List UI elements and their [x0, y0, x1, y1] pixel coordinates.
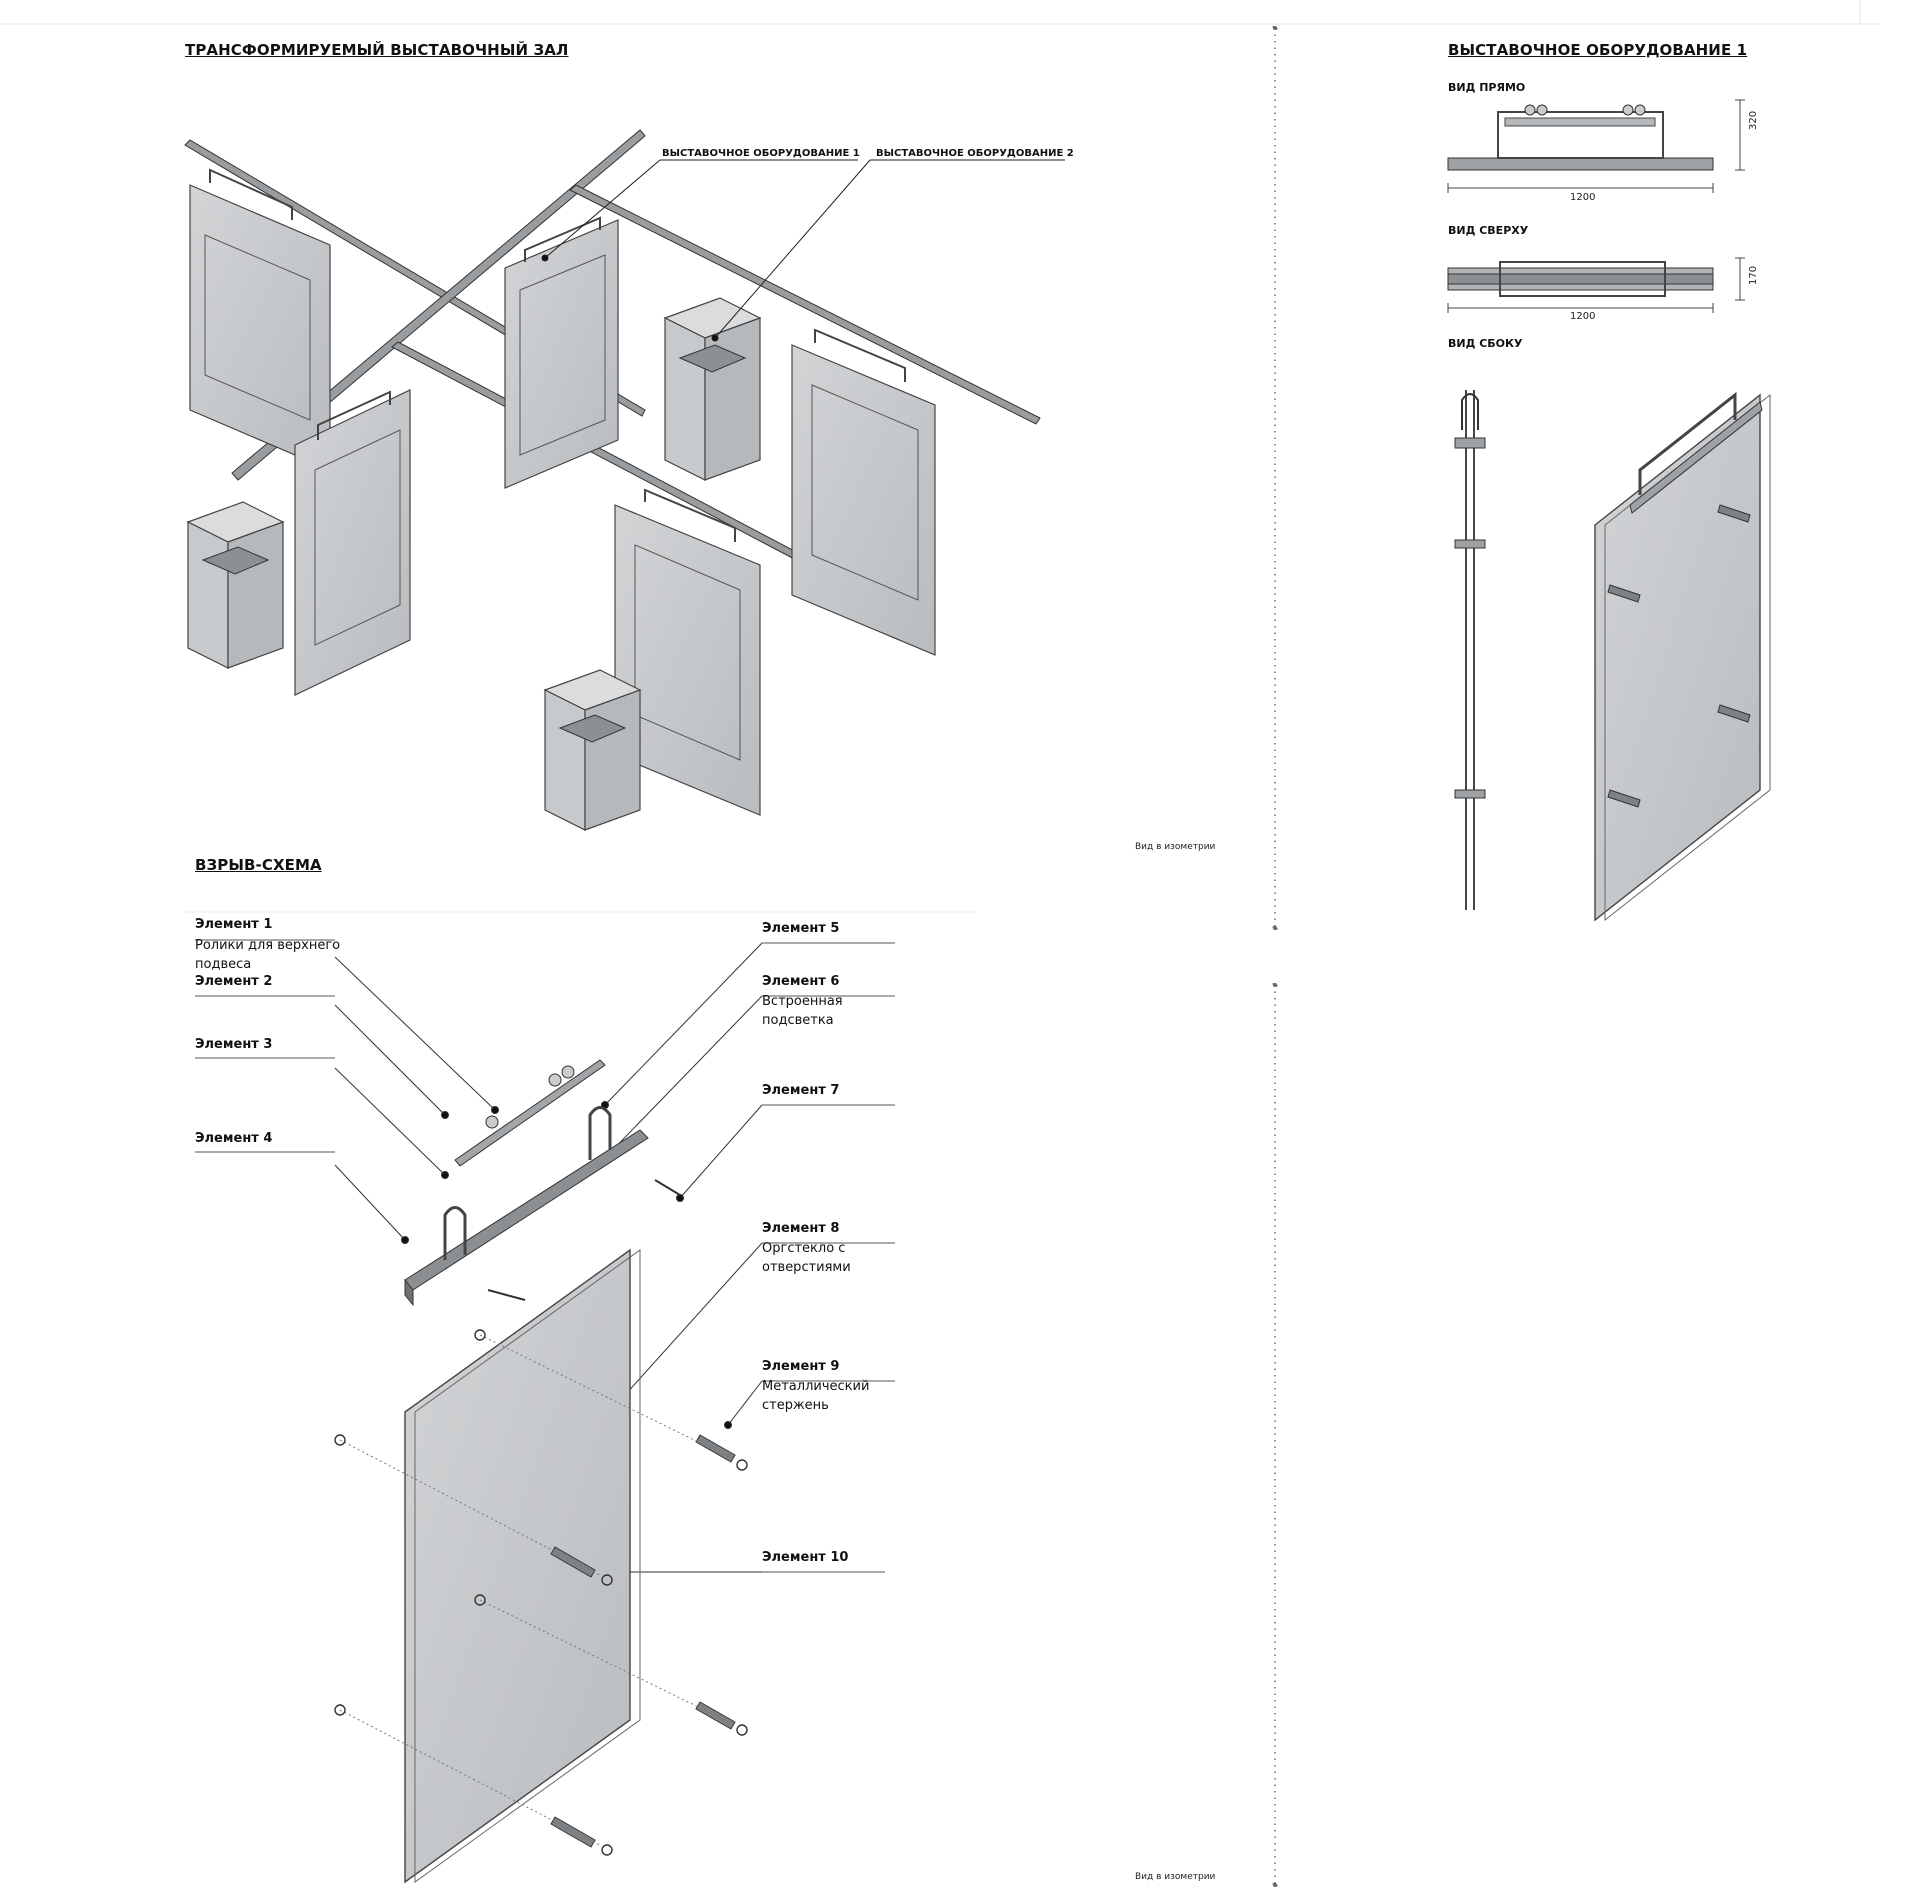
acrylic-panel — [404, 1248, 641, 1884]
front-view-drawing — [1447, 99, 1745, 193]
roller-bar — [454, 1059, 606, 1167]
top-depth-dimension: 170 — [1748, 265, 1759, 285]
element-9-desc-2: стержень — [762, 1398, 829, 1413]
element-9-desc: Металлический — [762, 1379, 870, 1394]
hanging-panel — [614, 488, 761, 816]
view-front-label: ВИД ПРЯМО — [1448, 81, 1526, 94]
side-view-drawing — [1454, 390, 1486, 910]
element-10-title: Элемент 10 — [762, 1550, 849, 1565]
exploded-diagram — [195, 939, 895, 1884]
element-9-title: Элемент 9 — [762, 1359, 840, 1374]
element-4-title: Элемент 4 — [195, 1131, 273, 1146]
element-1-desc-2: подвеса — [195, 957, 252, 972]
element-5-title: Элемент 5 — [762, 921, 840, 936]
view-top-label: ВИД СВЕРХУ — [1448, 224, 1529, 237]
element-3-title: Элемент 3 — [195, 1037, 273, 1052]
explode-caption: Вид в изометрии — [1135, 1872, 1216, 1882]
display-pedestal — [186, 501, 285, 669]
panel-perspective-drawing — [1594, 391, 1771, 922]
element-8-desc: Оргстекло с — [762, 1241, 846, 1256]
hall-title: ТРАНСФОРМИРУЕМЫЙ ВЫСТАВОЧНЫЙ ЗАЛ — [185, 41, 569, 59]
element-6-title: Элемент 6 — [762, 974, 840, 989]
top-view-drawing — [1447, 257, 1745, 313]
metal-rod — [550, 1434, 736, 1848]
display-pedestal — [543, 669, 642, 831]
front-height-dimension: 320 — [1748, 110, 1759, 130]
display-pedestal — [663, 297, 762, 481]
explode-title: ВЗРЫВ-СХЕМА — [195, 856, 322, 874]
top-width-dimension: 1200 — [1570, 311, 1596, 322]
element-1-title: Элемент 1 — [195, 917, 273, 932]
hanger-profile — [404, 1106, 681, 1307]
view-side-label: ВИД СБОКУ — [1448, 337, 1523, 350]
hall-isometric-drawing — [184, 129, 1065, 831]
front-width-dimension: 1200 — [1570, 192, 1596, 203]
hanging-panel — [294, 389, 411, 696]
hanging-panel — [791, 328, 936, 656]
hanging-panel — [504, 216, 619, 489]
element-6-desc-2: подсветка — [762, 1013, 834, 1028]
label-equipment-2: ВЫСТАВОЧНОЕ ОБОРУДОВАНИЕ 2 — [876, 148, 1074, 159]
element-2-title: Элемент 2 — [195, 974, 273, 989]
equipment-title: ВЫСТАВОЧНОЕ ОБОРУДОВАНИЕ 1 — [1448, 41, 1748, 59]
element-6-desc: Встроенная — [762, 994, 843, 1009]
element-7-title: Элемент 7 — [762, 1083, 840, 1098]
element-1-desc: Ролики для верхнего — [195, 938, 341, 953]
hall-caption: Вид в изометрии — [1135, 842, 1216, 852]
column-separator — [1272, 25, 1278, 1888]
label-equipment-1: ВЫСТАВОЧНОЕ ОБОРУДОВАНИЕ 1 — [662, 148, 860, 159]
element-8-desc-2: отверстиями — [762, 1260, 851, 1275]
element-8-title: Элемент 8 — [762, 1221, 840, 1236]
